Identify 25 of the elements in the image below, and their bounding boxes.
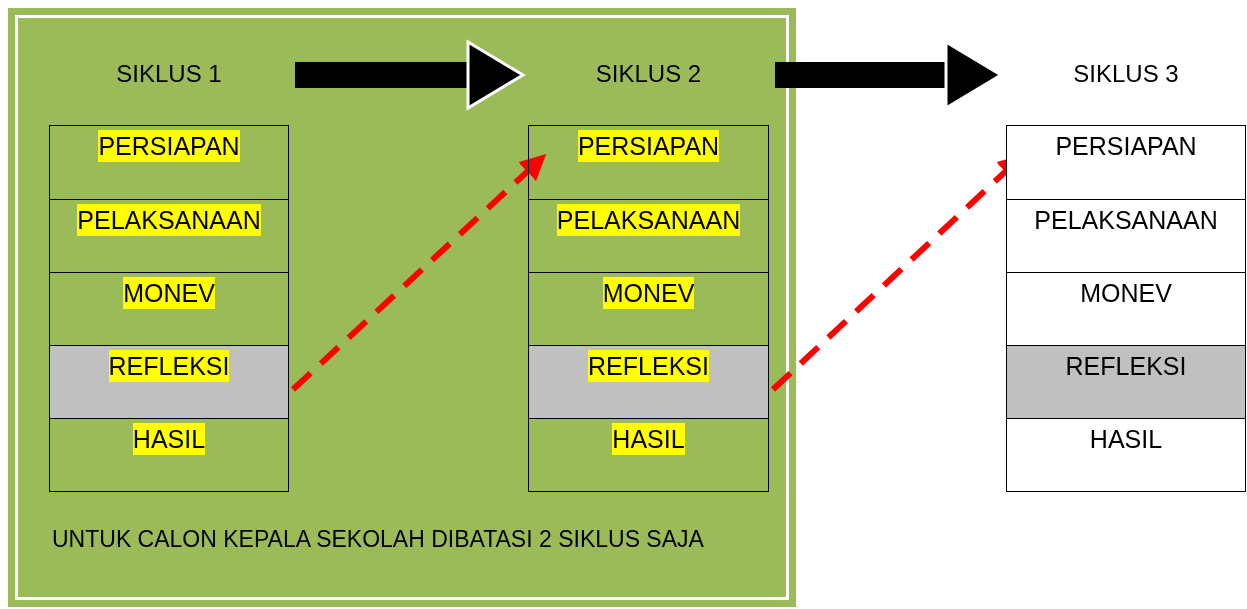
stage-label: PERSIAPAN [577,130,720,162]
dashed-arrow [290,153,547,392]
note-text: UNTUK CALON KEPALA SEKOLAH DIBATASI 2 SIKLUS SAJA [52,526,704,553]
block-arrow [295,40,525,110]
stage-row [529,345,768,418]
stage-label: PELAKSANAAN [556,204,741,236]
stage-label: MONEV [123,277,215,309]
stage-label: HASIL [1089,424,1163,455]
stage-row [50,345,288,418]
stage-label: REFLEKSI [588,350,709,382]
panel-background [8,8,796,607]
stage-label: REFLEKSI [1065,351,1187,382]
stage-row [1007,345,1245,418]
stage-label: PERSIAPAN [98,130,240,162]
stage-label: MONEV [1080,278,1172,309]
cycle-heading: SIKLUS 2 [595,59,702,89]
stage-label: HASIL [132,423,206,455]
cycle-heading: SIKLUS 1 [116,59,222,89]
stage-label: PERSIAPAN [1055,131,1197,162]
stage-label: HASIL [612,423,685,455]
stage-label: REFLEKSI [108,350,230,382]
cycle-heading: SIKLUS 3 [1073,59,1179,89]
stage-label: PELAKSANAAN [1034,205,1218,236]
stage-label: PELAKSANAAN [77,204,261,236]
stage-label: MONEV [602,277,695,309]
